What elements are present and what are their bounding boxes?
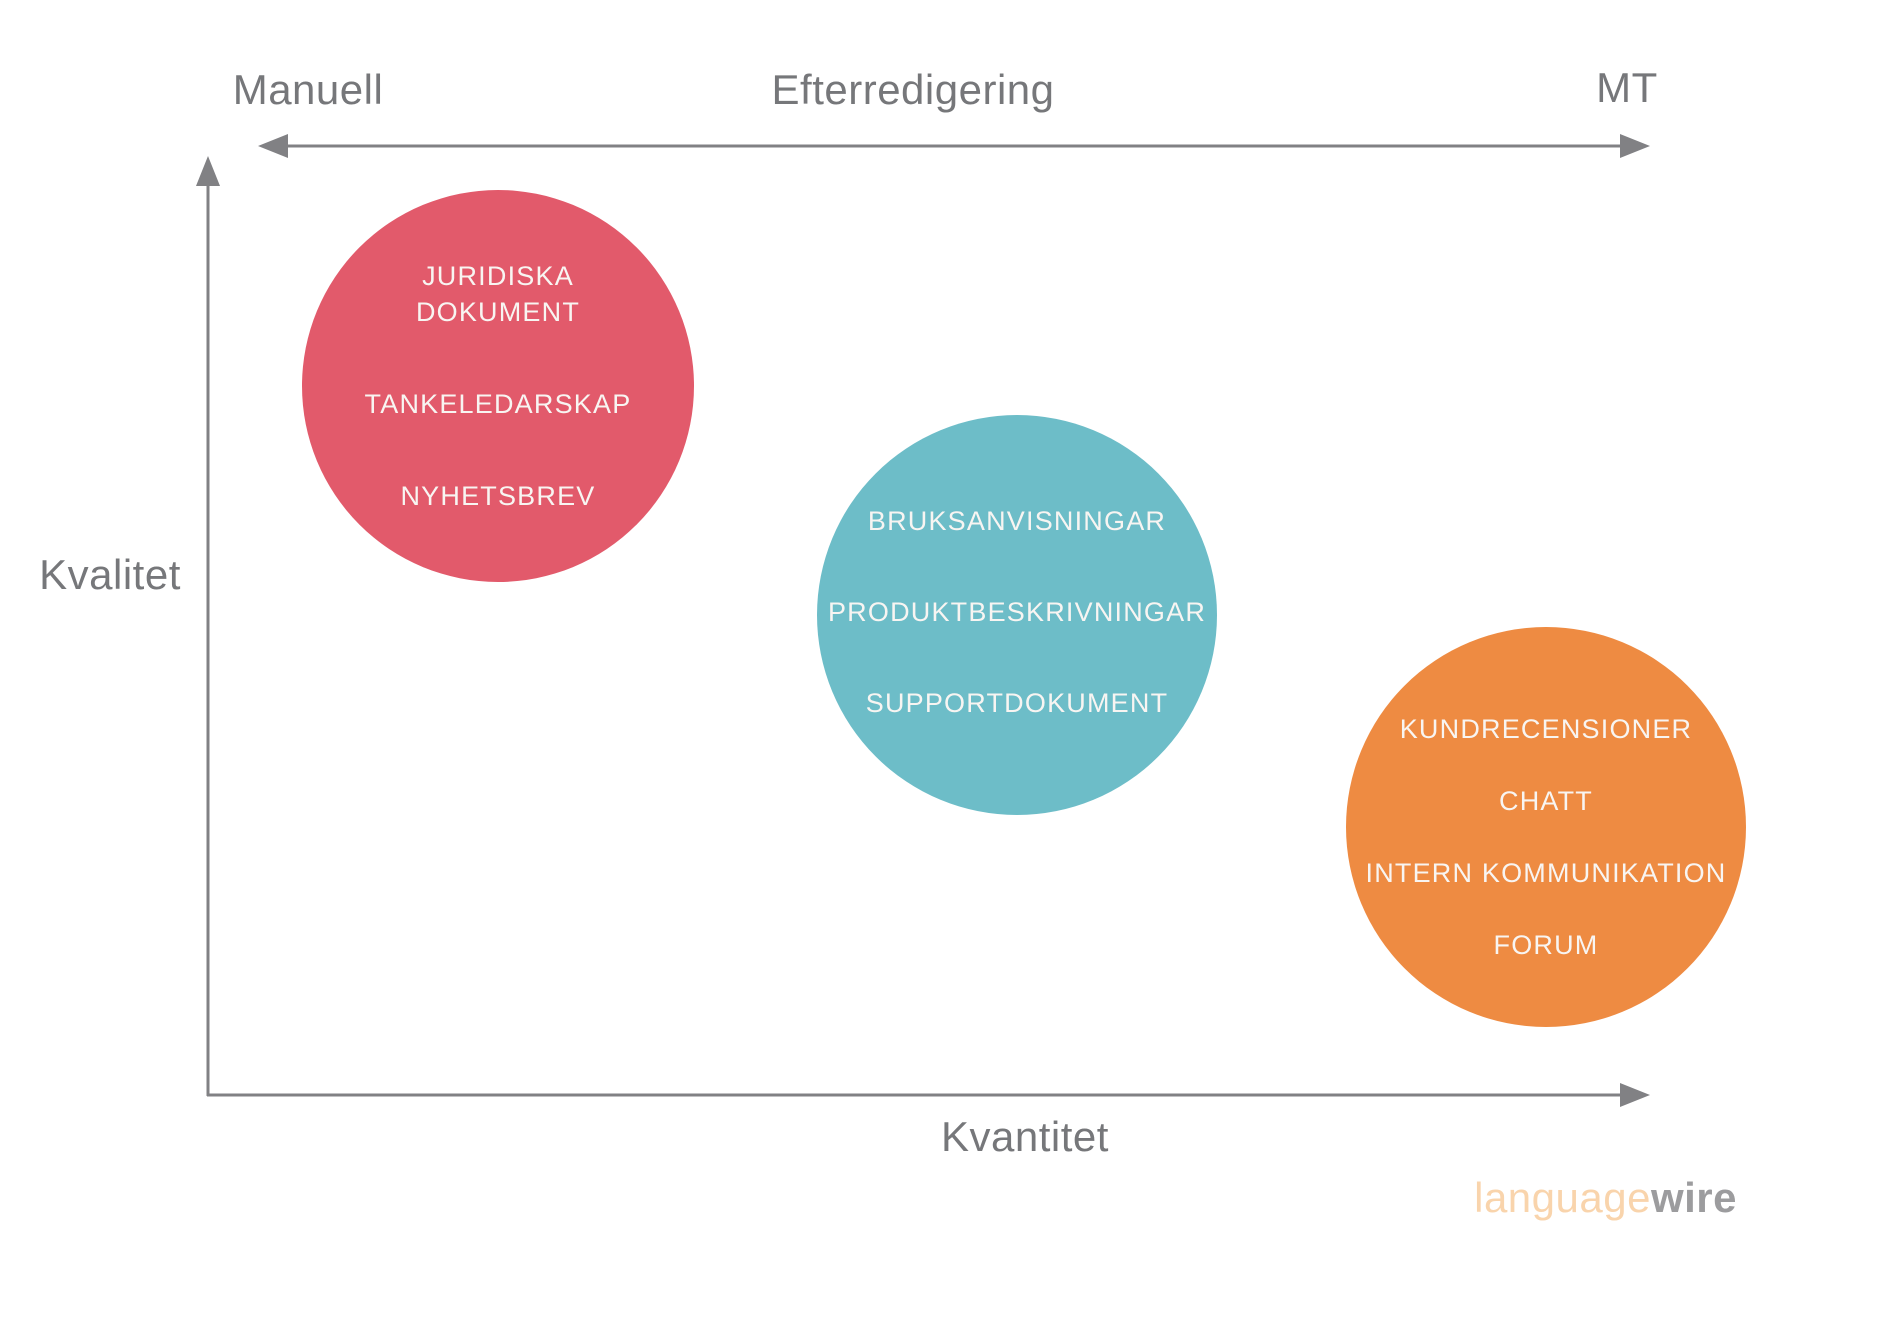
y-axis-arrow bbox=[196, 156, 220, 1096]
y-axis-arrow-head-icon bbox=[196, 156, 220, 186]
bubble-label: FORUM bbox=[1493, 930, 1599, 960]
bubble-label: KUNDRECENSIONER bbox=[1399, 714, 1693, 744]
method-label-mt: MT bbox=[1596, 64, 1658, 111]
method-spectrum-arrow bbox=[258, 134, 1650, 158]
bubble-mt-content: KUNDRECENSIONER CHATT INTERN KOMMUNIKATI… bbox=[1346, 627, 1746, 1027]
bubble-label: PRODUKTBESKRIVNINGAR bbox=[827, 597, 1207, 627]
method-label-post-editing: Efterredigering bbox=[771, 66, 1055, 113]
languagewire-logo: languagewire bbox=[1474, 1174, 1737, 1222]
bubble-post-editing-label-stack: BRUKSANVISNINGAR PRODUKTBESKRIVNINGAR SU… bbox=[828, 503, 1206, 721]
bubble-label: CHATT bbox=[1499, 786, 1593, 816]
bubble-label: SUPPORTDOKUMENT bbox=[865, 688, 1169, 718]
bubble-label: TANKELEDARSKAP bbox=[364, 389, 632, 419]
y-axis-title: Kvalitet bbox=[39, 551, 181, 598]
bubble-manual-label-stack: JURIDISKA DOKUMENT TANKELEDARSKAP NYHETS… bbox=[365, 258, 632, 514]
logo-language-text: language bbox=[1474, 1174, 1651, 1221]
bubble-label: BRUKSANVISNINGAR bbox=[867, 506, 1167, 536]
x-axis-title: Kvantitet bbox=[941, 1113, 1109, 1160]
logo-wire-text: wire bbox=[1650, 1174, 1737, 1221]
bubble-label: INTERN KOMMUNIKATION bbox=[1365, 858, 1727, 888]
x-axis-arrow bbox=[207, 1083, 1650, 1107]
method-arrow-left-head-icon bbox=[258, 134, 288, 158]
method-arrow-right-head-icon bbox=[1620, 134, 1650, 158]
bubble-mt-label-stack: KUNDRECENSIONER CHATT INTERN KOMMUNIKATI… bbox=[1366, 711, 1727, 963]
x-axis-arrow-head-icon bbox=[1620, 1083, 1650, 1107]
bubble-post-editing-content: BRUKSANVISNINGAR PRODUKTBESKRIVNINGAR SU… bbox=[817, 415, 1217, 815]
bubble-label: NYHETSBREV bbox=[400, 481, 596, 511]
bubble-label: JURIDISKA DOKUMENT bbox=[415, 261, 581, 327]
bubble-manual-content: JURIDISKA DOKUMENT TANKELEDARSKAP NYHETS… bbox=[302, 190, 694, 582]
method-label-manual: Manuell bbox=[232, 66, 384, 113]
